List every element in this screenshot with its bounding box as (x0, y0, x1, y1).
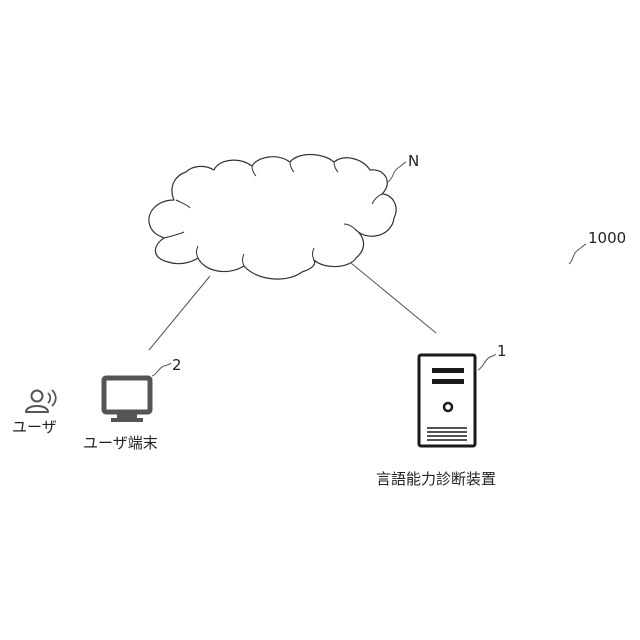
monitor-icon (104, 378, 150, 422)
system-ref-leader (569, 244, 586, 264)
terminal-ref-label: 2 (172, 356, 182, 374)
network-ref-label: N (408, 152, 419, 170)
terminal-label: ユーザ端末 (83, 434, 158, 452)
connection-line-device (351, 263, 436, 333)
network-ref-leader (388, 162, 406, 182)
device-ref-label: 1 (497, 342, 507, 360)
system-ref-label: 1000 (588, 229, 626, 247)
network-cloud (149, 155, 396, 280)
user-label: ユーザ (12, 418, 57, 436)
device-label: 言語能力診断装置 (376, 470, 496, 488)
terminal-ref-leader (152, 363, 171, 376)
connection-line-terminal (149, 276, 210, 350)
user-speaking-icon (26, 390, 56, 412)
device-ref-leader (478, 354, 496, 370)
server-icon (419, 355, 475, 446)
